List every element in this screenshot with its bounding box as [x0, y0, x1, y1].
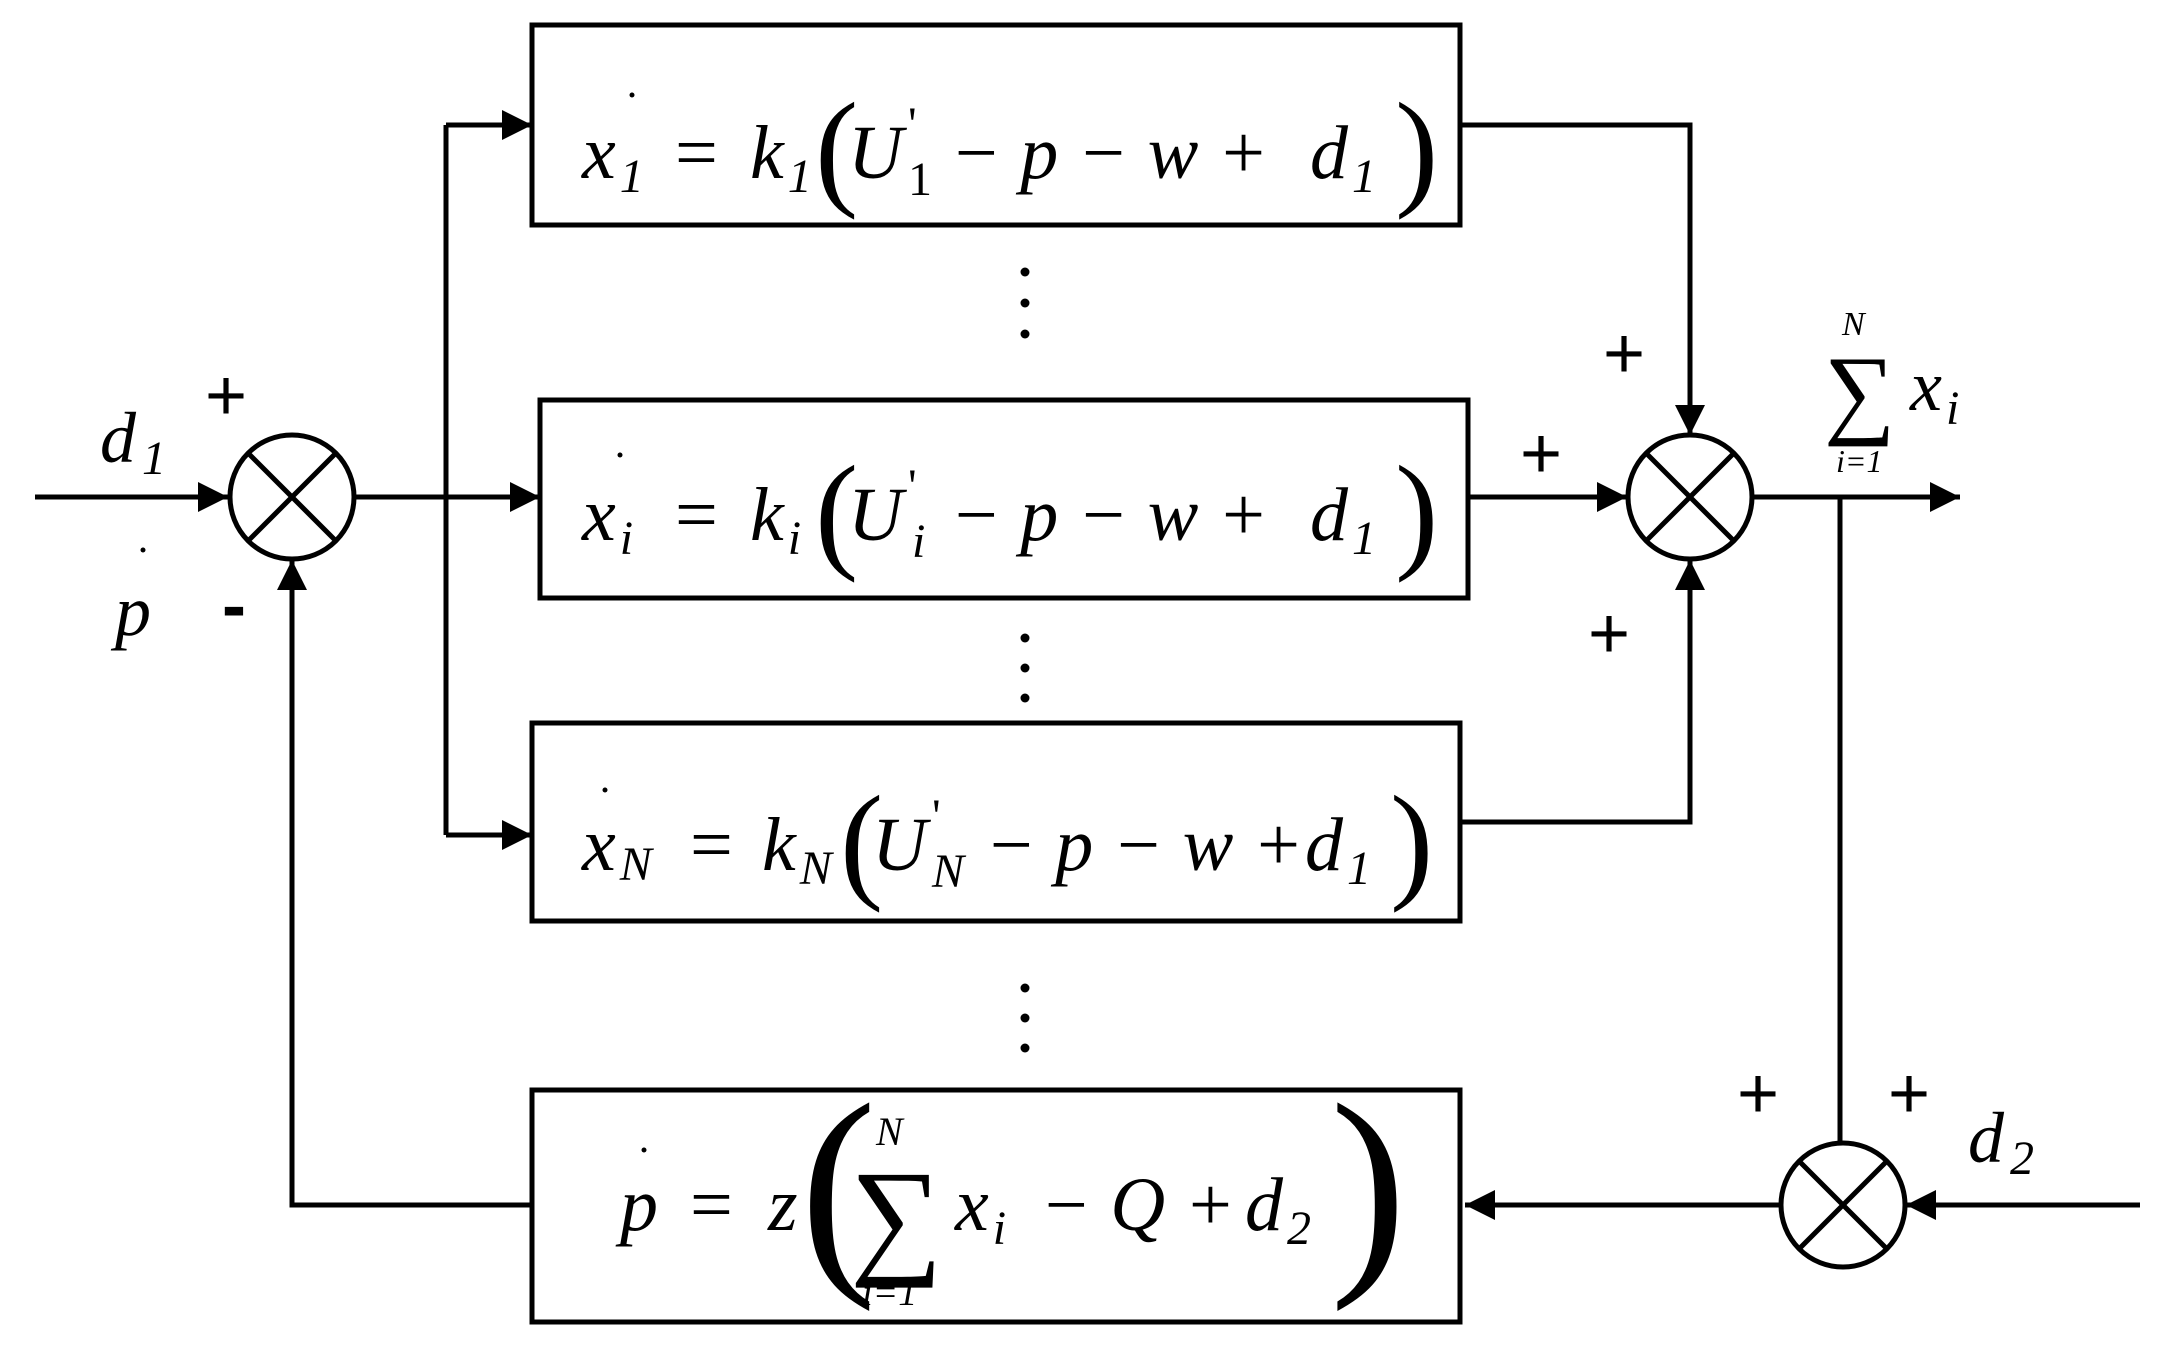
block-i-box — [537, 397, 1471, 601]
block-N-equation: xN = kN ( U ' N − p − w + d1 ) — [581, 770, 1433, 914]
svg-text:): ) — [1395, 77, 1438, 221]
svg-text:N: N — [1841, 306, 1867, 343]
svg-text:xi: xi — [581, 473, 633, 565]
block-i-equation: xi = ki ( U ' i − p − w + d1 ) — [581, 440, 1438, 584]
svg-text:k1: k1 — [750, 111, 812, 203]
feedback-block-box — [529, 1087, 1463, 1325]
wire-feedback-return — [277, 560, 532, 1208]
block-1-box — [529, 22, 1463, 228]
ellipsis-3 — [1020, 983, 1030, 1053]
svg-text:U: U — [848, 111, 907, 195]
svg-text:i: i — [912, 515, 925, 568]
summing-junction-right — [1625, 432, 1755, 562]
svg-text:': ' — [908, 460, 917, 513]
svg-text:∑: ∑ — [1824, 336, 1895, 447]
svg-text:− p − w +: − p − w + — [985, 803, 1304, 887]
left-sign-bottom: - — [222, 566, 246, 646]
svg-text:i=1: i=1 — [862, 1272, 917, 1314]
svg-text:− Q +: − Q + — [1040, 1163, 1235, 1247]
right-sign-bottom: + — [1588, 594, 1630, 674]
wire-block-N-out — [1460, 560, 1705, 825]
svg-text:(: ( — [815, 440, 858, 584]
left-sign-top: + — [205, 356, 247, 436]
svg-text:=: = — [690, 1163, 733, 1247]
svg-text:): ) — [1395, 440, 1438, 584]
svg-text:': ' — [908, 98, 917, 151]
svg-text:kN: kN — [762, 803, 835, 895]
feedback-equation: p = z ( N ∑ i=1 xi − Q + d2 ) — [615, 1057, 1407, 1314]
svg-text:− p − w +: − p − w + — [950, 111, 1269, 195]
svg-text:=: = — [690, 803, 733, 887]
svg-text:U: U — [848, 473, 907, 557]
svg-text:xN: xN — [581, 803, 655, 891]
svg-text:i=1: i=1 — [1836, 443, 1882, 479]
ellipsis-2 — [1020, 633, 1030, 703]
block-1-equation: x1 = k1 ( U ' 1 − p − w + d1 ) — [581, 77, 1438, 221]
svg-text:=: = — [675, 473, 718, 557]
wire-block-1-out — [1460, 122, 1705, 435]
bottom-sign-left: + — [1737, 1054, 1779, 1134]
right-sign-top: + — [1603, 314, 1645, 394]
svg-text:': ' — [932, 790, 941, 843]
svg-text:): ) — [1330, 1057, 1407, 1312]
block-N-box — [529, 720, 1463, 924]
svg-text:z: z — [767, 1163, 798, 1247]
svg-text:xi: xi — [954, 1163, 1006, 1255]
svg-text:N: N — [875, 1109, 905, 1154]
ellipsis-1 — [1020, 267, 1030, 339]
summing-junction-left — [227, 432, 357, 562]
svg-text:(: ( — [800, 1057, 877, 1312]
connection-lines — [35, 110, 2140, 1220]
svg-text:d1: d1 — [1310, 111, 1376, 203]
bottom-sign-right: + — [1888, 1054, 1930, 1134]
p-dot-label: p — [110, 571, 151, 651]
svg-text:x1: x1 — [581, 111, 644, 203]
svg-text:=: = — [675, 111, 718, 195]
summing-junction-bottom — [1778, 1140, 1908, 1270]
svg-text:1: 1 — [908, 153, 932, 206]
svg-text:− p − w +: − p − w + — [950, 473, 1269, 557]
output-sum-label: N ∑ i=1 xi — [1824, 306, 1959, 479]
svg-text:p: p — [615, 1163, 658, 1247]
svg-text:ki: ki — [750, 473, 801, 565]
svg-text:(: ( — [815, 77, 858, 221]
svg-text:d2: d2 — [1245, 1163, 1311, 1255]
svg-text:N: N — [931, 845, 967, 898]
svg-text:): ) — [1390, 770, 1433, 914]
svg-text:d1: d1 — [1305, 803, 1371, 895]
svg-text:(: ( — [840, 770, 883, 914]
svg-text:∑: ∑ — [850, 1145, 943, 1289]
p-dot-mark — [140, 547, 146, 553]
svg-text:U: U — [872, 803, 931, 887]
svg-text:d1: d1 — [1310, 473, 1376, 565]
right-sign-left: + — [1520, 414, 1562, 494]
svg-text:xi: xi — [1909, 346, 1959, 435]
